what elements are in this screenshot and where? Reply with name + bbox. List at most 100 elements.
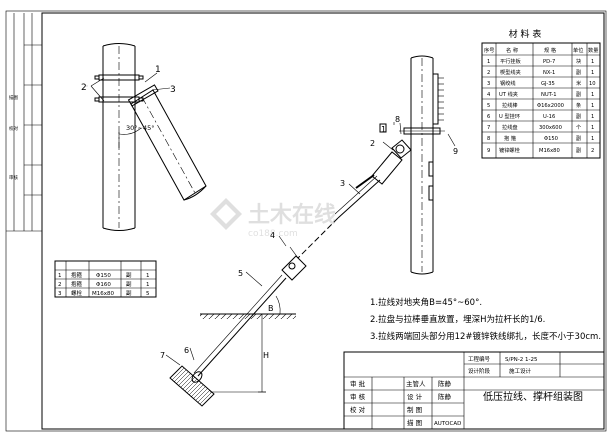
note-1: 1.拉线对地夹角B=45°~60°. [370,297,482,308]
note-2: 2.拉盘与拉棒垂直放置，埋深H为拉杆长的1/6. [370,314,545,325]
mat-r6-spec: U-16 [543,114,555,120]
tb-row2-label: 审 核 [350,392,366,401]
tb-row3-label: 校 对 [350,405,366,414]
mat-r9-spec: M16x80 [539,148,560,154]
mat-r9-name: 镀锌螺栓 [499,146,521,154]
small-r3-c4: 副 [126,289,132,297]
mat-r3-qty: 10 [589,81,596,87]
mat-r7-name: 拉线盘 [502,123,518,131]
mat-r3-name: 钢绞线 [500,79,516,87]
note-3: 3.拉线两端回头部分用12#镀锌铁线绑扎，长度不小于30cm. [370,331,601,342]
small-r3-c3: M16x80 [92,291,114,297]
mat-r8-unit: 副 [576,134,581,142]
insulator-bracket [432,73,439,125]
mat-r5-no: 5 [487,103,490,109]
mat-r9-qty: 2 [591,148,594,154]
small-r1-c3: Φ150 [96,273,111,279]
mat-r4-name: UT 线夹 [499,90,518,98]
callout-1: 1 [381,125,386,134]
callout-4: 4 [270,231,275,240]
mat-r6-qty: 1 [591,114,594,120]
mat-r8-qty: 1 [591,136,594,142]
mat-header-5: 数量 [588,46,598,54]
mat-r8-no: 8 [487,136,490,142]
mat-r3-spec: GJ-35 [541,81,555,87]
mat-r2-no: 2 [487,70,490,76]
mat-r1-name: 平行挂板 [500,57,522,65]
small-r1-c5: 1 [146,273,150,279]
strut-angle-label: 30°~45° [126,124,155,132]
left-pole-detail: 30°~45° 2 1 3 [81,43,207,231]
mat-r2-qty: 1 [591,70,594,76]
mat-r9-no: 9 [487,148,490,154]
mat-header-3: 规 格 [544,46,557,54]
watermark: 土木在线 co188.com [210,198,336,239]
watermark-url: co188.com [248,229,298,239]
tb-row1-label: 审 批 [350,379,366,388]
mat-r1-unit: 块 [576,57,582,65]
watermark-logo-icon [210,198,242,230]
mat-r8-spec: Φ150 [544,136,558,142]
mat-r2-unit: 副 [576,68,581,76]
tb-row3-name: 陈静 [438,392,452,401]
tb-stage-label: 设计阶段 [468,367,491,375]
small-r2-c2: 抱箍 [71,280,83,288]
dim-h-label: H [263,351,269,360]
guy-wire-assembly: H B 8 9 1 2 3 4 5 6 7 [160,55,458,407]
dim-b-label: B [268,304,274,313]
callout-3: 3 [340,179,345,188]
mat-r8-name: 抱 箍 [504,134,516,142]
mat-r3-no: 3 [487,81,490,87]
mat-r4-no: 4 [487,92,491,98]
materials-table: 材 料 表 序号 名 称 规 格 单位 数量 1 平行挂板 PD-7 [481,28,601,159]
small-r1-c4: 副 [126,271,132,279]
mat-r5-name: 拉线棒 [502,101,518,109]
notes: 1.拉线对地夹角B=45°~60°. 2.拉盘与拉棒垂直放置，埋深H为拉杆长的1… [370,297,601,342]
tb-project-label: 工程编号 [468,355,491,363]
inner-frame [41,12,605,430]
mat-r6-no: 6 [487,114,490,120]
mat-r7-spec: 300x600 [539,125,562,131]
small-parts-table: 1 抱箍 Φ150 副 1 2 抱箍 Φ160 副 1 3 螺栓 M16x80 … [54,260,157,298]
materials-title: 材 料 表 [509,28,542,40]
left-callout-2: 2 [81,83,87,93]
tb-project-value: S/PN-2 1-25 [505,357,538,363]
mat-r7-no: 7 [487,125,490,131]
small-r3-c5: 5 [146,291,150,297]
mat-r7-qty: 1 [591,125,594,131]
small-r2-c1: 2 [58,282,62,288]
left-callout-3: 3 [170,85,176,95]
tb-row3-role: 设 计 [407,392,423,401]
small-r2-c4: 副 [126,280,132,288]
mat-r9-unit: 副 [576,146,581,154]
mat-header-4: 单位 [573,46,583,54]
mat-r5-unit: 条 [576,101,581,109]
tb-row2-role: 主管人 [406,379,426,388]
mat-header-2: 名 称 [506,46,518,54]
anchor-plate [169,365,215,407]
mat-r2-spec: NX-1 [543,70,555,76]
small-r2-c3: Φ160 [96,282,111,288]
small-r3-c1: 3 [58,291,62,297]
side-label-1: 描图 [9,94,18,101]
mat-r1-spec: PD-7 [543,59,555,65]
mat-r2-name: 楔型线夹 [500,68,521,76]
drawing-name: 低压拉线、撑杆组装图 [483,390,583,403]
mat-r5-spec: Φ16x2000 [537,103,564,109]
title-block: 工程编号 S/PN-2 1-25 设计阶段 施工设计 审 批 审 核 校 对 主… [343,351,605,430]
side-label-2: 校对 [9,125,18,132]
mat-r1-no: 1 [487,59,490,65]
mat-r5-qty: 1 [591,103,594,109]
mat-r3-unit: 米 [576,79,582,87]
mat-r4-qty: 1 [591,92,594,98]
callout-7: 7 [160,351,165,360]
callout-8: 8 [395,115,400,124]
tb-row5-role: 描 图 [407,418,422,427]
mat-header-1: 序号 [484,46,494,54]
left-callout-1: 1 [155,65,161,75]
mat-r1-qty: 1 [591,59,594,65]
tb-row5-name: AUTOCAD [434,421,461,427]
callout-9: 9 [453,147,458,156]
tb-row4-role: 制 图 [407,405,422,414]
